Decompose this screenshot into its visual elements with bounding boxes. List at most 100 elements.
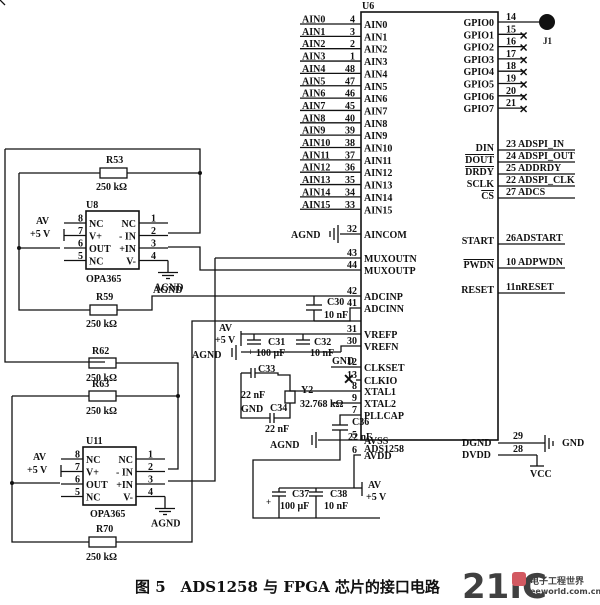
ain-net-label: AIN6 [302, 89, 325, 100]
ctrl-pin-name: RESET [461, 285, 494, 296]
adc-pin-number: 30 [347, 336, 357, 347]
opamp-pin-name: NC [86, 493, 100, 504]
gpio-pin-number: 19 [506, 74, 516, 85]
ain-net-label: AIN12 [302, 163, 330, 174]
ctrl-net-label: 11nRESET [506, 282, 554, 293]
gpio-pin-name: GPIO6 [463, 92, 494, 103]
gpio-pin-number: 17 [506, 49, 516, 60]
no-connect-icon: ✕ [519, 30, 528, 42]
avss-agnd: AGND [270, 440, 299, 451]
r53 [99, 167, 128, 179]
c38-ref: C38 [330, 489, 347, 500]
ain-pin-number: 3 [350, 27, 355, 38]
ain-pin-number: 40 [345, 113, 355, 124]
p5v-label: +5 V [30, 229, 51, 240]
svg-text:电子工程世界: 电子工程世界 [530, 575, 584, 587]
vcc-label: VCC [530, 469, 552, 480]
figure-caption: 图 5 ADS1258 与 FPGA 芯片的接口电路 [135, 578, 441, 596]
adc-pin-number: 12 [347, 357, 357, 368]
gpio-pin-number: 16 [506, 37, 516, 48]
ain-net-label: AIN9 [302, 126, 325, 137]
adc-pin-name: ADCINP [364, 292, 403, 303]
gpio-pin-number: 18 [506, 61, 516, 72]
ain-pin-number: 1 [350, 52, 355, 63]
ain-net-label: AIN7 [302, 101, 325, 112]
spi-net-label: 27 ADCS [506, 187, 546, 198]
opamp-pin-number: 3 [148, 475, 153, 486]
svg-text:✕: ✕ [343, 373, 355, 388]
opamp-pin-number: 8 [75, 450, 80, 461]
svg-text:U11: U11 [86, 436, 103, 447]
adc-pin-number: 8 [352, 381, 357, 392]
r63-ref: R63 [92, 379, 109, 390]
r59-ref: R59 [96, 292, 113, 303]
gpio-pin-name: GPIO0 [463, 18, 494, 29]
svg-text:+: + [266, 497, 271, 507]
spi-pin-name: DRDY [465, 167, 495, 178]
opamp-pin-name: V+ [86, 468, 99, 479]
gpio-pin-name: GPIO5 [463, 80, 494, 91]
r53-value: 250 kΩ [96, 182, 127, 193]
opamp-pin-number: 2 [151, 226, 156, 237]
c32-value: 10 nF [310, 348, 334, 359]
ain-pin-number: 45 [345, 101, 355, 112]
c37-ref: C37 [292, 489, 309, 500]
gpio-pin-number: 20 [506, 86, 516, 97]
c31-value: 100 μF [256, 348, 285, 359]
opamp-pin-number: 8 [78, 214, 83, 225]
c32-ref: C32 [314, 337, 331, 348]
ain-pin-number: 34 [345, 187, 355, 198]
opamp-pin-name: NC [86, 455, 100, 466]
gpio-pin-number: 15 [506, 24, 516, 35]
r59 [89, 304, 118, 316]
agnd-to-adcinp [117, 295, 361, 311]
r70 [88, 536, 117, 548]
pin-29: 29 [513, 431, 523, 442]
ain-pin-name: AIN14 [364, 193, 392, 204]
spi-net-label: 25 ADDRDY [506, 163, 562, 174]
ain-net-label: AIN0 [302, 15, 325, 26]
adc-pin-name: CLKIO [364, 376, 398, 387]
opamp-pin-number: 6 [78, 239, 83, 250]
ain-pin-number: 47 [345, 76, 355, 87]
opamp-pin-number: 5 [78, 251, 83, 262]
ain-net-label: AIN13 [302, 175, 330, 186]
ain-net-label: AIN11 [302, 150, 330, 161]
adc-pin-name: AVSS [364, 436, 389, 447]
ain-net-label: AIN4 [302, 64, 325, 75]
gnd-label: GND [562, 438, 584, 449]
opamp-pin-number: 7 [75, 462, 80, 473]
ain-net-label: AIN14 [302, 187, 330, 198]
ain-pin-number: 35 [345, 175, 355, 186]
c36-value: 22 nF [348, 432, 372, 443]
adc-pin-name: AVDD [364, 451, 392, 462]
ain-pin-number: 39 [345, 126, 355, 137]
opamp-pin-name: V- [123, 493, 133, 504]
adc-ref: U6 [362, 1, 374, 12]
ctrl-pin-name: PWDN [463, 260, 494, 271]
adc-pin-name: MUXOUTN [364, 254, 418, 265]
opamp-pin-name: OUT [89, 244, 111, 255]
c30-ref: C30 [327, 297, 344, 308]
c37-value: 100 μF [280, 501, 309, 512]
opamp-pin-number: 4 [151, 251, 156, 262]
ctrl-pin-name: START [462, 236, 495, 247]
spi-pin-name: DIN [476, 143, 495, 154]
p5v-label: +5 V [27, 465, 48, 476]
opamp-pin-name: OUT [86, 480, 108, 491]
j1-connector [539, 14, 555, 30]
ain-pin-name: AIN7 [364, 106, 387, 117]
adc-part: ADS1258 [364, 444, 404, 455]
ain-pin-name: AIN6 [364, 94, 387, 105]
adc-pin-name: XTAL2 [364, 399, 396, 410]
adc-pin-number: 7 [352, 405, 357, 416]
j1-label: J1 [543, 36, 553, 46]
c38-value: 10 nF [324, 501, 348, 512]
opamp-pin-name: - IN [119, 232, 137, 243]
opamp-pin-number: 1 [151, 214, 156, 225]
svg-text:+5 V: +5 V [366, 492, 387, 503]
gpio-pin-name: GPIO7 [463, 104, 494, 115]
